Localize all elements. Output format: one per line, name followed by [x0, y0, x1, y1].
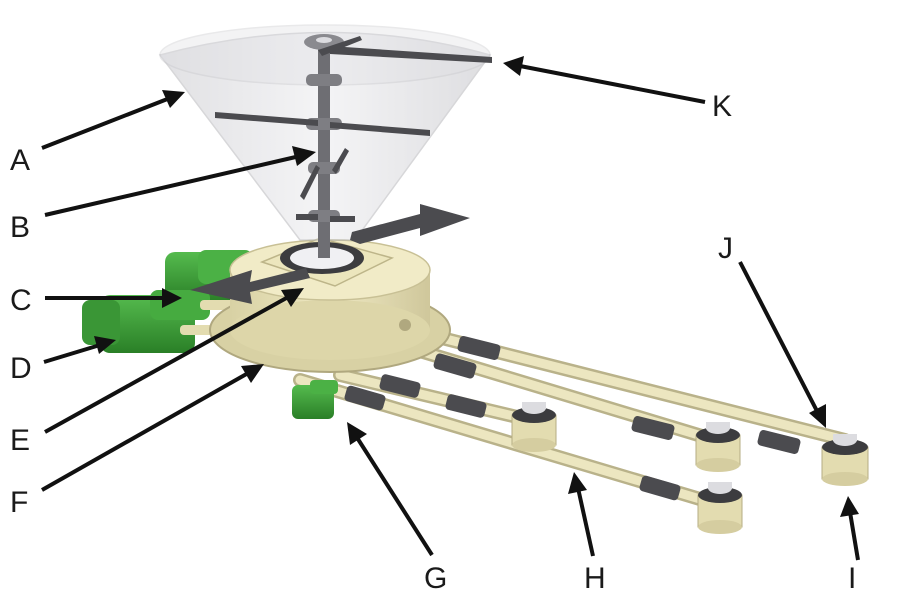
label-D: D [10, 352, 32, 385]
label-J: J [718, 232, 733, 265]
outlet-far [821, 434, 869, 486]
flow-arrow-in [350, 204, 470, 244]
label-K: K [712, 90, 732, 123]
outlet-center [695, 422, 741, 472]
flow-arrow-out [190, 268, 310, 304]
label-I: I [848, 562, 856, 595]
labels: A B C D E F G H I J K [10, 90, 856, 595]
label-H: H [584, 562, 606, 595]
agitator [215, 34, 492, 258]
flow-arrows [190, 204, 470, 304]
tube-couplings [344, 336, 801, 501]
outlet-short [511, 402, 557, 452]
label-F: F [10, 486, 28, 519]
feeder-housing [209, 237, 451, 419]
label-arrows [41, 56, 860, 561]
label-E: E [10, 424, 30, 457]
outlet-units [511, 402, 869, 534]
label-C: C [10, 284, 32, 317]
outlet-front [697, 482, 743, 534]
label-A: A [10, 144, 30, 177]
label-G: G [424, 562, 447, 595]
label-B: B [10, 211, 30, 244]
